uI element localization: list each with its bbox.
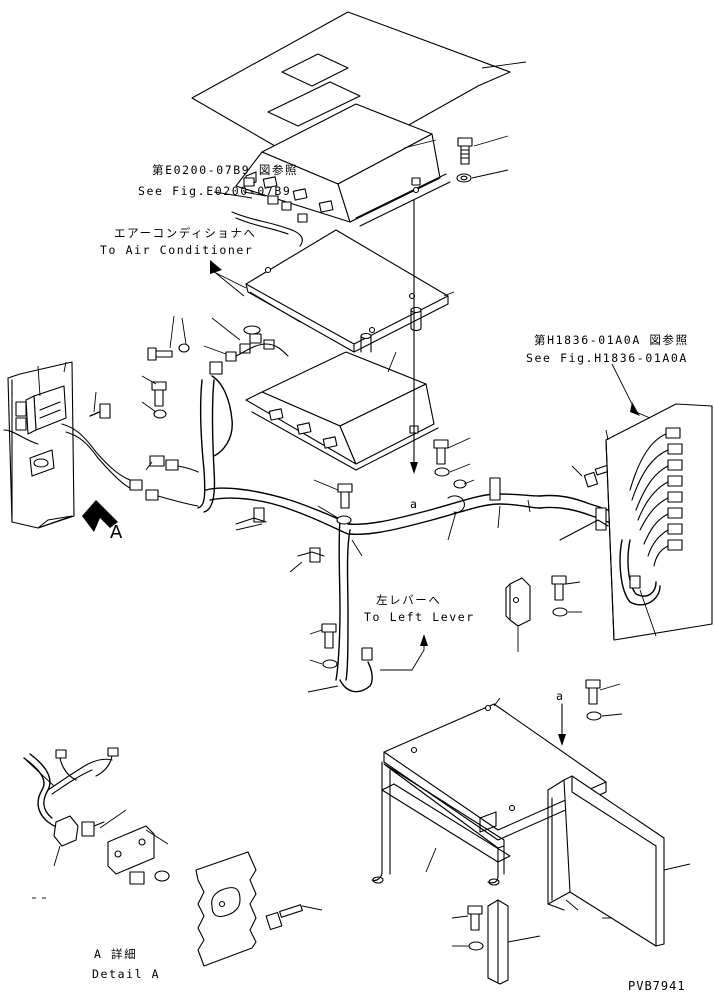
mark-a-lower: a — [556, 689, 565, 703]
controller-lower — [245, 351, 439, 471]
view-arrow-a: A — [82, 500, 123, 543]
bolt-7 — [307, 623, 339, 693]
bolt-4 — [313, 479, 353, 525]
bolt-3 — [433, 437, 475, 489]
ref-h1836-jp: 第H1836-01A0A 図参照 — [534, 333, 689, 347]
spacer-posts — [360, 199, 422, 353]
ref-e0200-jp: 第E0200-07B9 図参照 — [152, 163, 298, 177]
left-lever-en: To Left Lever — [364, 610, 475, 624]
right-connector-block — [605, 363, 713, 641]
side-bracket-right — [547, 775, 691, 947]
bolt-upper-right — [456, 135, 509, 183]
detail-a-jp: A 詳細 — [94, 947, 137, 961]
detail-a-en: Detail A — [92, 967, 160, 981]
bolt-10 — [451, 905, 484, 951]
ref-h1836-en: See Fig.H1836-01A0A — [526, 351, 688, 365]
left-bracket — [3, 361, 199, 529]
view-a-label: A — [110, 522, 123, 543]
ref-e0200-en: See Fig.E0200-07B9 — [138, 184, 291, 198]
air-conditioner-jp: エアーコンディショナへ — [114, 226, 257, 240]
bolt-1 — [147, 315, 190, 361]
drawing-id: PVB7941 — [628, 979, 686, 993]
label-pointers — [210, 191, 428, 671]
left-lever-jp: 左レバーへ — [376, 593, 442, 607]
main-harness — [197, 375, 635, 693]
middle-plate — [209, 229, 455, 353]
bolt-8 — [585, 679, 623, 721]
side-bracket-bottom — [487, 899, 541, 985]
air-conditioner-en: To Air Conditioner — [100, 243, 253, 257]
connector-group-upper — [231, 177, 308, 247]
controller-upper — [235, 103, 451, 227]
lower-tray — [371, 697, 607, 886]
reference-labels: 第E0200-07B9 図参照 See Fig.E0200-07B9 エアーコン… — [100, 163, 689, 993]
harness-connectors-top — [203, 317, 289, 375]
mark-a-upper: a — [410, 497, 419, 511]
bolt-6 — [551, 575, 582, 617]
bolt-2 — [141, 375, 167, 419]
detail-a: A 詳細 Detail A — [23, 747, 323, 981]
reference-a-arrows: a a — [410, 299, 566, 746]
mount-bracket-small — [505, 577, 531, 652]
